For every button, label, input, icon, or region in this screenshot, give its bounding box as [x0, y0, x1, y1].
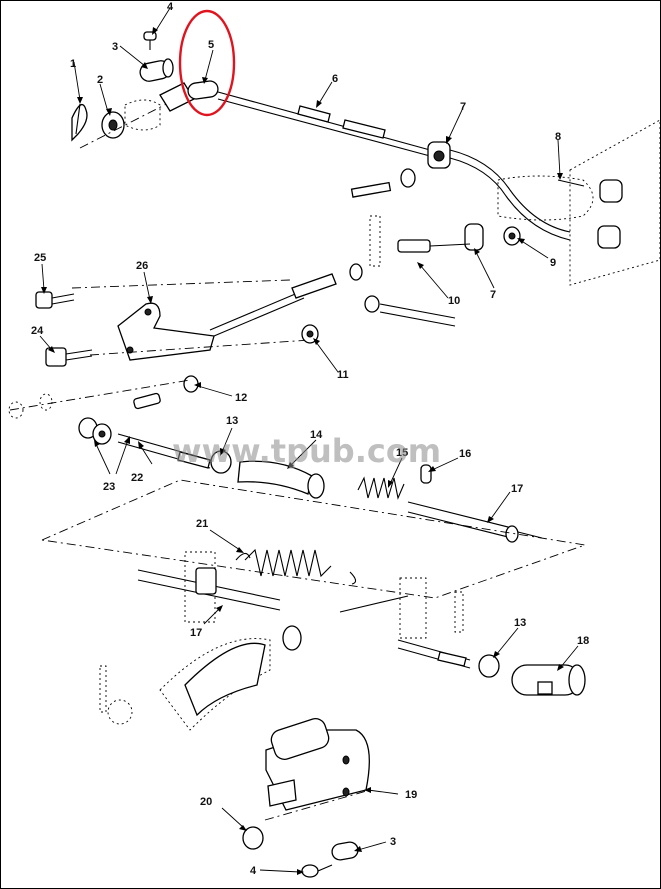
callout-7-upper: 7 — [460, 101, 466, 113]
plate-outline — [40, 479, 586, 599]
callout-19: 19 — [405, 789, 417, 801]
clamp-item-7-upper — [427, 141, 451, 169]
cable-end-item-5 — [159, 80, 219, 112]
callout-7-lower: 7 — [490, 289, 496, 301]
clamp-item-7-lower — [464, 223, 484, 251]
screw-item-4-top — [143, 31, 157, 50]
fitting — [133, 392, 161, 410]
link-rod — [209, 291, 301, 331]
callout-labels: 1 2 3 4 5 6 7 8 9 10 7 11 12 13 14 15 16… — [31, 1, 589, 877]
spring-item-15 — [357, 476, 405, 500]
highlight-oval — [178, 9, 236, 117]
rod-lower — [339, 577, 464, 639]
callout-5: 5 — [208, 39, 214, 51]
callout-13-lower: 13 — [514, 617, 526, 629]
watermark-text: www.tpub.com — [172, 432, 441, 470]
pin-item-16 — [420, 464, 432, 484]
callout-17-upper: 17 — [511, 483, 523, 495]
callout-26: 26 — [136, 260, 148, 272]
nut-item-20 — [242, 826, 264, 850]
callout-23: 23 — [103, 481, 115, 493]
phantom-bracket — [497, 175, 594, 221]
phantom-clevis — [124, 99, 161, 131]
threaded-rod-lower — [397, 639, 471, 669]
callout-3-top: 3 — [112, 41, 118, 53]
callout-3-bottom: 3 — [390, 836, 396, 848]
shaft-item-17-lower — [137, 551, 281, 623]
spring-item-21 — [235, 548, 357, 585]
cotter-pin-item-1 — [71, 103, 88, 142]
callout-25: 25 — [34, 252, 46, 264]
callout-11: 11 — [337, 369, 349, 381]
clevis-item-18 — [511, 664, 586, 696]
nut-item-9 — [503, 226, 521, 246]
turnbuckle — [291, 263, 456, 327]
clevis-item-3-top — [139, 58, 174, 82]
washer-item-2 — [101, 111, 125, 139]
cable-curve — [449, 149, 571, 233]
cable-item-6 — [217, 91, 431, 157]
callout-8: 8 — [555, 131, 561, 143]
bolt-upper — [350, 168, 416, 198]
bolt-item-10 — [397, 239, 471, 253]
callout-10: 10 — [448, 295, 460, 307]
callout-16: 16 — [459, 448, 471, 460]
bracket-item-8 — [557, 119, 661, 286]
callout-24: 24 — [31, 325, 44, 337]
callout-13-upper: 13 — [226, 415, 238, 427]
callout-1: 1 — [70, 58, 76, 70]
washer-item-12 — [183, 375, 199, 393]
callout-14: 14 — [310, 429, 323, 441]
bolt-item-25 — [35, 291, 75, 309]
callout-4-top: 4 — [167, 1, 174, 13]
bolt-item-24 — [45, 347, 93, 367]
bracket-item-19 — [265, 718, 370, 811]
phantom-pin — [369, 215, 381, 267]
callout-2: 2 — [97, 74, 103, 86]
nut-item-13-lower — [478, 654, 500, 678]
callout-21: 21 — [196, 518, 208, 530]
callout-20: 20 — [200, 796, 212, 808]
shaft-item-17-upper — [407, 501, 543, 543]
callout-18: 18 — [577, 635, 589, 647]
callout-12: 12 — [235, 392, 247, 404]
callout-4-bottom: 4 — [250, 865, 257, 877]
screw-item-4-bottom — [301, 864, 333, 878]
callout-22: 22 — [131, 472, 143, 484]
callout-17-lower: 17 — [190, 627, 202, 639]
callout-15: 15 — [396, 447, 408, 459]
lever-item-26 — [117, 302, 215, 361]
leaders — [39, 7, 579, 875]
callout-6: 6 — [332, 73, 338, 85]
rod-item-22 — [117, 433, 211, 469]
bushing-item-23 — [78, 417, 112, 445]
turnbuckle-item-14 — [237, 460, 325, 499]
callout-9: 9 — [550, 257, 556, 269]
arm-assembly — [99, 625, 302, 731]
